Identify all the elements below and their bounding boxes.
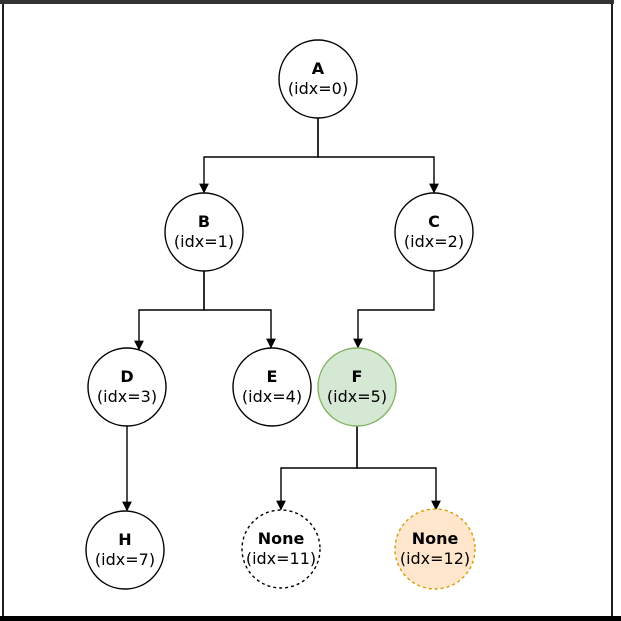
window-frame-top [0,0,614,4]
edge-B-D [134,271,205,351]
edge-A-B [199,118,319,194]
tree-node-circle-B [164,192,244,272]
tree-node-circle-C [394,192,474,272]
edge-C-F [353,271,435,349]
tree-node-circle-None-11 [241,509,321,589]
tree-node-circle-F [317,347,397,427]
tree-node-circle-H [85,510,165,590]
window-frame-bottom [0,616,621,621]
edge-F-None-11 [276,426,358,511]
window-frame-left [2,4,4,616]
tree-node-circle-None-12 [394,508,476,590]
edge-B-E [203,271,276,349]
edge-F-None-12 [356,426,441,511]
tree-node-circle-A [278,39,358,119]
tree-node-circle-E [232,347,312,427]
edge-A-C [317,118,439,194]
tree-node-circle-D [87,347,167,427]
window-frame-right [611,4,613,616]
